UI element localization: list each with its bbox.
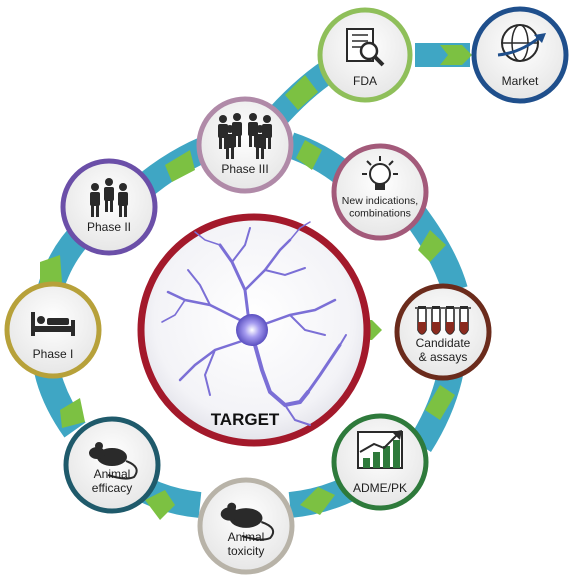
flow-arrow xyxy=(296,140,322,170)
stage-label: & assays xyxy=(419,350,468,364)
flow-arrow xyxy=(285,75,318,110)
stage-label: Animal xyxy=(94,467,131,481)
flow-arrow xyxy=(165,150,195,182)
large-group-icon xyxy=(218,113,272,159)
flow-arrow xyxy=(418,230,446,262)
stage-nodes: Candidate& assaysADME/PKAnimaltoxicityAn… xyxy=(4,6,569,575)
test-tubes-icon xyxy=(415,306,471,335)
stage-label: Phase II xyxy=(87,220,131,234)
flow-arrow xyxy=(60,398,85,428)
flow-arrow xyxy=(300,487,335,515)
stage-label: Market xyxy=(502,74,539,88)
flow-arrow xyxy=(440,45,472,65)
target-label: TARGET xyxy=(211,410,280,429)
globe-arrow-icon xyxy=(497,24,546,62)
stage-circle xyxy=(196,96,294,194)
stage-label: Phase III xyxy=(221,162,268,176)
stage-label: Animal xyxy=(228,530,265,544)
document-magnifier-icon xyxy=(346,28,385,67)
mouse-icon xyxy=(89,442,138,480)
small-group-icon xyxy=(90,178,128,217)
flow-arrow xyxy=(425,385,455,420)
flow-arrow xyxy=(40,255,62,286)
stage-label: combinations xyxy=(349,207,411,219)
stage-node-phase3: Phase III xyxy=(196,96,294,194)
stage-node-fda: FDA xyxy=(317,7,413,103)
stage-label: Phase I xyxy=(33,347,74,361)
neuron-soma xyxy=(236,314,268,346)
stage-label: New indications, xyxy=(342,195,418,207)
stage-node-market: Market xyxy=(471,6,569,104)
stage-node-phase2: Phase II xyxy=(60,158,158,256)
stage-label: toxicity xyxy=(228,544,265,558)
stage-label: ADME/PK xyxy=(353,481,407,495)
stage-circle xyxy=(331,143,429,241)
stage-node-candidate: Candidate& assays xyxy=(394,283,492,381)
ring-segment xyxy=(404,207,468,294)
stage-label: Candidate xyxy=(416,336,471,350)
lightbulb-icon xyxy=(362,156,398,190)
target-center: TARGET xyxy=(137,213,371,447)
rat-icon xyxy=(220,502,275,541)
stage-node-new-indications: New indications,combinations xyxy=(331,143,429,241)
stage-node-adme: ADME/PK xyxy=(331,413,429,511)
stage-label: FDA xyxy=(353,74,377,88)
neuron-illustration xyxy=(161,221,347,426)
stage-circle xyxy=(60,158,158,256)
stage-circle xyxy=(394,283,492,381)
stage-label: efficacy xyxy=(92,481,132,495)
stage-node-phase1: Phase I xyxy=(4,281,102,379)
bar-chart-arrow-icon xyxy=(357,430,403,469)
flow-arrow xyxy=(145,490,175,520)
hospital-bed-icon xyxy=(31,312,75,336)
